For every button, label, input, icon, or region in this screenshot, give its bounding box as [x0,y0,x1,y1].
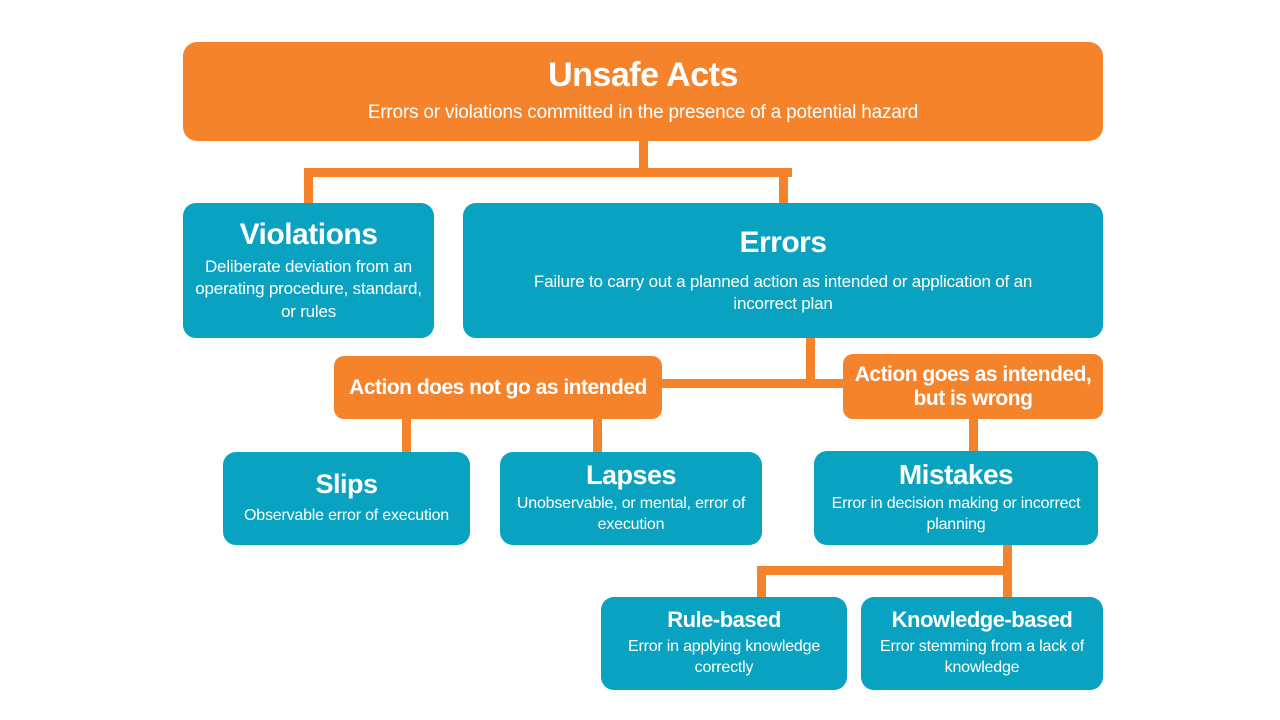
node-slips-title: Slips [315,469,378,500]
node-lapses-body: Unobservable, or mental, error of execut… [516,495,746,533]
node-knowledge-based-body: Error stemming from a lack of knowledge [879,638,1085,677]
node-knowledge-based: Knowledge-based Error stemming from a la… [861,597,1103,690]
node-violations-title: Violations [239,218,378,252]
node-mistakes-body: Error in decision making or incorrect pl… [831,495,1081,533]
connector-lapses-stub [593,418,602,453]
connector-slips-stub [402,418,411,453]
node-action-does-not-go-as-intended-title: Action does not go as intended [349,375,647,399]
node-unsafe-acts-title: Unsafe Acts [548,56,738,95]
connector-rule-based-stub [757,566,766,598]
connector-mistakes-stub [969,418,978,453]
connector-row1-bar [304,168,792,177]
node-violations-body: Deliberate deviation from an operating p… [195,257,422,321]
node-rule-based: Rule-based Error in applying knowledge c… [601,597,847,690]
node-mistakes: Mistakes Error in decision making or inc… [814,451,1098,545]
node-knowledge-based-title: Knowledge-based [891,607,1073,633]
node-errors: Errors Failure to carry out a planned ac… [463,203,1103,338]
connector-row3-bar [757,566,1012,575]
connector-violations-stub [304,168,313,204]
node-slips: Slips Observable error of execution [223,452,470,545]
node-action-goes-as-intended-but-is-wrong: Action goes as intended, but is wrong [843,354,1103,419]
node-lapses: Lapses Unobservable, or mental, error of… [500,452,762,545]
connector-root-stem [639,141,648,177]
node-rule-based-body: Error in applying knowledge correctly [627,638,821,677]
node-violations: Violations Deliberate deviation from an … [183,203,434,338]
node-errors-body: Failure to carry out a planned action as… [533,271,1033,313]
node-lapses-title: Lapses [585,460,677,491]
connector-errors-down [806,338,815,388]
node-rule-based-title: Rule-based [667,607,781,633]
node-action-goes-as-intended-but-is-wrong-title: Action goes as intended, but is wrong [854,363,1092,410]
connector-errors-stub [779,168,788,204]
node-unsafe-acts: Unsafe Acts Errors or violations committ… [183,42,1103,141]
node-slips-body: Observable error of execution [244,506,449,524]
node-action-does-not-go-as-intended: Action does not go as intended [334,356,662,419]
node-errors-title: Errors [739,225,827,259]
node-unsafe-acts-body: Errors or violations committed in the pr… [367,101,919,123]
connector-row2-bar [660,379,845,388]
node-mistakes-title: Mistakes [898,459,1014,491]
